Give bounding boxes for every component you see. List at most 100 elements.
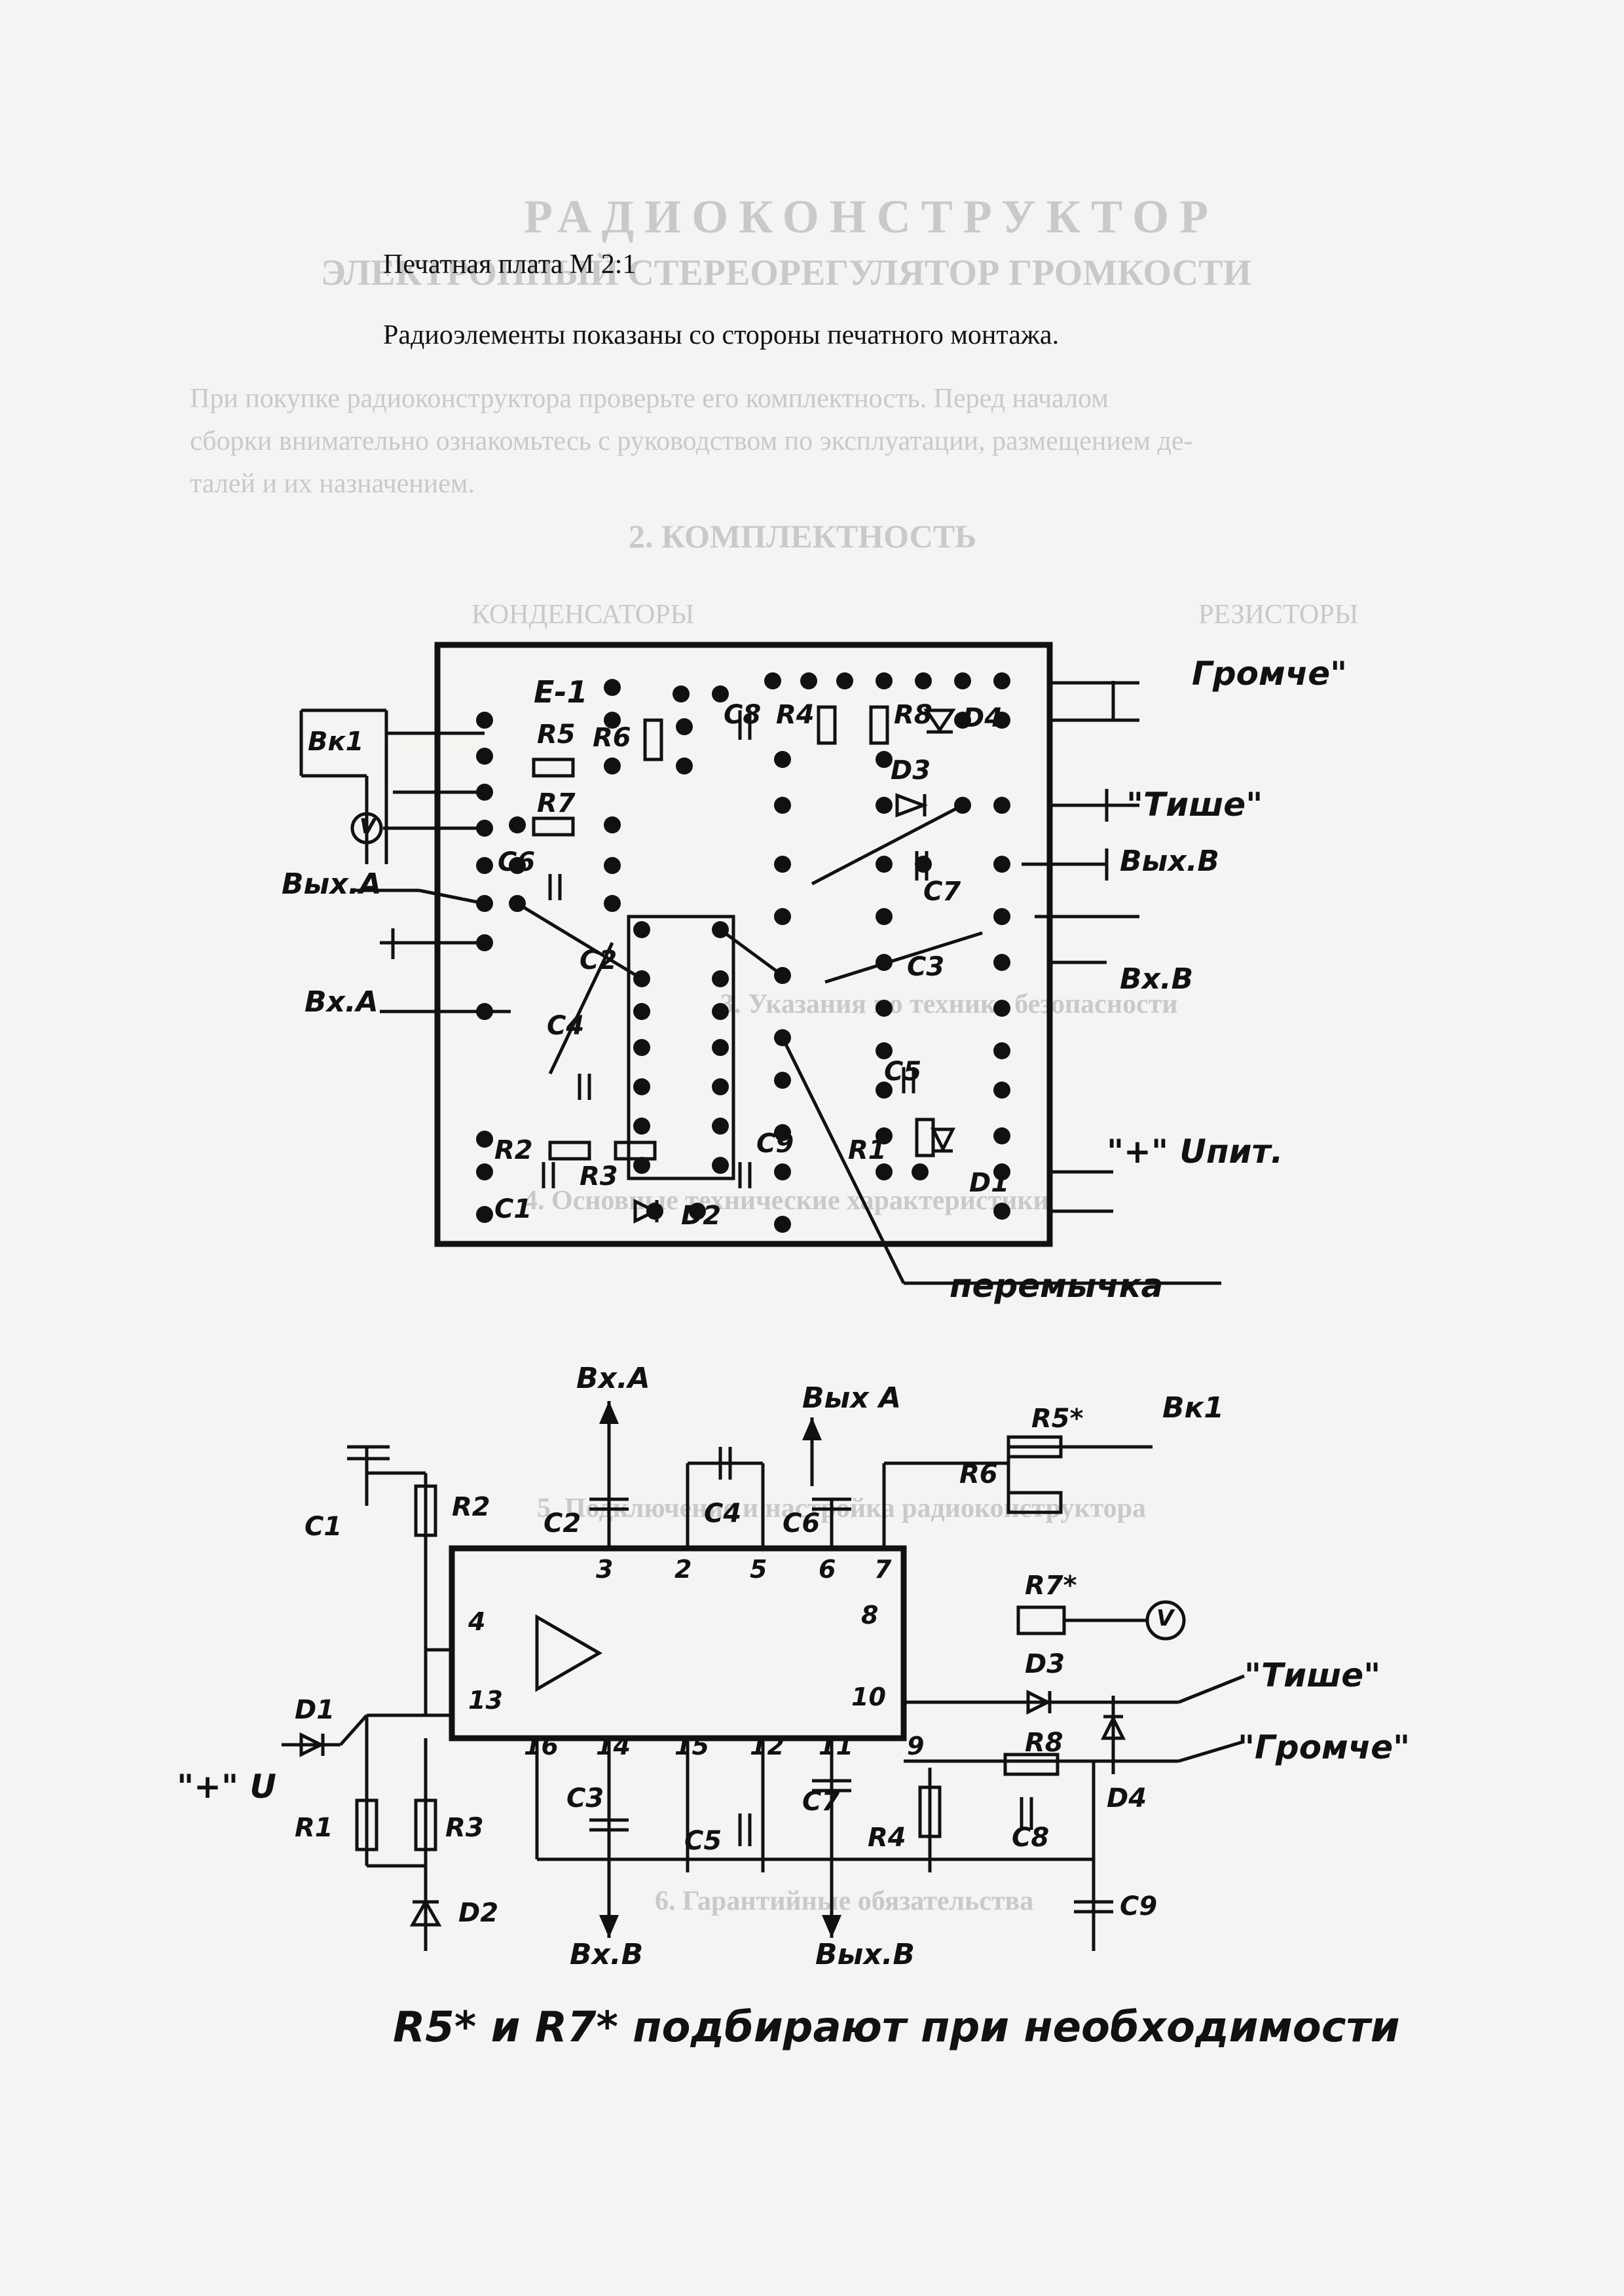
schematic-pin-numbers: 3 2 5 6 7 4 13 8 10 16 14 15 12 11 9 bbox=[468, 1555, 924, 1760]
pcb-label-c3: C3 bbox=[907, 952, 944, 982]
pcb-component-labels: R5 R6 R7 C6 C8 R4 R8 D4 D3 C7 C2 C4 C3 C… bbox=[494, 700, 1009, 1231]
bleed-capacitors: КОНДЕНСАТОРЫ bbox=[471, 600, 695, 630]
sch-label-r5: R5* bbox=[1031, 1404, 1084, 1434]
sch-label-v: V bbox=[1156, 1605, 1174, 1631]
pin-14: 14 bbox=[596, 1732, 631, 1760]
pin-2: 2 bbox=[674, 1555, 692, 1584]
sch-label-vyh-a: Вых А bbox=[802, 1381, 902, 1415]
pcb-label-plus-u: "+" Uпит. bbox=[1107, 1133, 1283, 1171]
pcb-label-c9: C9 bbox=[756, 1129, 794, 1159]
pcb-label-c2: C2 bbox=[580, 945, 617, 975]
sch-label-d4: D4 bbox=[1107, 1783, 1147, 1813]
sch-label-vh-b: Вх.В bbox=[570, 1938, 644, 1971]
pin-16: 16 bbox=[524, 1732, 559, 1760]
pcb-label-vh-a: Вх.А bbox=[304, 985, 378, 1019]
pin-13: 13 bbox=[468, 1686, 503, 1715]
pcb-label-r8: R8 bbox=[894, 700, 932, 730]
pcb-label-c8: C8 bbox=[724, 700, 761, 730]
pin-8: 8 bbox=[861, 1601, 878, 1630]
sch-label-c5: C5 bbox=[684, 1826, 722, 1856]
sch-label-c9: C9 bbox=[1120, 1891, 1157, 1922]
board-note: Радиоэлементы показаны со стороны печатн… bbox=[383, 320, 1060, 350]
sch-label-vh-a: Вх.А bbox=[576, 1362, 650, 1395]
pcb-r6-body bbox=[643, 718, 663, 761]
sch-label-vyh-b: Вых.В bbox=[815, 1938, 915, 1971]
amplifier-triangle-icon bbox=[535, 1614, 602, 1692]
sch-label-c7: C7 bbox=[802, 1787, 840, 1817]
pin-3: 3 bbox=[596, 1555, 613, 1584]
pcb-label-d3: D3 bbox=[891, 756, 931, 786]
pcb-label-r2: R2 bbox=[494, 1135, 533, 1165]
sch-label-r7: R7* bbox=[1025, 1571, 1077, 1601]
pcb-r5-body bbox=[532, 757, 575, 778]
pin-10: 10 bbox=[851, 1683, 886, 1711]
bleed-intro-1: При покупке радиоконструктора проверьте … bbox=[190, 384, 1109, 414]
bleed-section-3: 3. Указания по технике безопасности bbox=[720, 989, 1178, 1019]
sch-label-tishe: "Тише" bbox=[1244, 1656, 1381, 1694]
schematic-r7-body bbox=[1016, 1605, 1066, 1635]
pcb-label-vh-b: Вх.В bbox=[1120, 962, 1194, 996]
pcb-label-c1: C1 bbox=[494, 1194, 532, 1224]
schematic-r4-body bbox=[918, 1785, 942, 1838]
pcb-label-peremychka: перемычка bbox=[950, 1267, 1164, 1305]
footnote: R5* и R7* подбирают при необходимости bbox=[393, 2003, 1400, 2052]
schematic bbox=[282, 1401, 1245, 1951]
pcb-label-vk1: Вк1 bbox=[308, 727, 364, 757]
pcb-r3-body bbox=[614, 1140, 657, 1161]
bleed-intro-3: талей и их назначением. bbox=[190, 469, 475, 499]
sch-label-gromche: "Громче" bbox=[1238, 1728, 1411, 1766]
sch-label-c8: C8 bbox=[1012, 1823, 1049, 1853]
pin-15: 15 bbox=[674, 1732, 709, 1760]
bleed-resistors: РЕЗИСТОРЫ bbox=[1198, 600, 1359, 630]
pcb-pads bbox=[476, 672, 1010, 1233]
schematic-r6-body bbox=[1006, 1491, 1063, 1514]
pcb-ic-outline bbox=[627, 915, 735, 1180]
schematic-component-labels: C1 R2 C2 C4 C6 R5* R6 R7* D3 R8 D4 C8 R4… bbox=[295, 1404, 1157, 1928]
sch-label-r4: R4 bbox=[868, 1823, 906, 1853]
pcb-label-c4: C4 bbox=[547, 1011, 584, 1041]
bleed-intro-2: сборки внимательно ознакомьтесь с руково… bbox=[190, 426, 1193, 456]
pcb-layout: R5 R6 R7 C6 C8 R4 R8 D4 D3 C7 C2 C4 C3 C… bbox=[299, 642, 1221, 1285]
pcb-capacitors bbox=[542, 710, 929, 1188]
sch-label-d1: D1 bbox=[295, 1695, 335, 1725]
pcb-label-r3: R3 bbox=[580, 1161, 618, 1192]
pcb-label-r6: R6 bbox=[593, 723, 631, 753]
pcb-label-gromche: Громче" bbox=[1192, 655, 1348, 693]
sch-label-c6: C6 bbox=[783, 1508, 820, 1539]
pin-9: 9 bbox=[907, 1732, 924, 1760]
sch-label-plus-u: "+" U bbox=[177, 1768, 277, 1806]
sch-label-r8: R8 bbox=[1025, 1728, 1063, 1758]
pcb-label-r4: R4 bbox=[776, 700, 815, 730]
pcb-diodes bbox=[633, 708, 956, 1224]
pin-7: 7 bbox=[874, 1555, 892, 1584]
bleed-section-4: 4. Основные технические характеристики bbox=[524, 1186, 1049, 1216]
sch-label-vk1: Вк1 bbox=[1162, 1391, 1225, 1425]
sch-label-r2: R2 bbox=[452, 1492, 490, 1522]
pcb-r1-body bbox=[915, 1118, 935, 1157]
pcb-label-e1: Е-1 bbox=[534, 674, 588, 710]
bleed-section-6: 6. Гарантийные обязательства bbox=[655, 1886, 1034, 1916]
pcb-r8-body bbox=[869, 705, 889, 745]
sch-label-r3: R3 bbox=[445, 1813, 484, 1843]
pcb-label-r1: R1 bbox=[848, 1135, 887, 1165]
sch-label-d3: D3 bbox=[1025, 1649, 1065, 1679]
pcb-label-r7: R7 bbox=[537, 788, 576, 818]
pcb-label-tishe: "Тише" bbox=[1126, 786, 1263, 824]
pin-12: 12 bbox=[750, 1732, 784, 1760]
pcb-r7-body bbox=[532, 816, 575, 837]
pcb-label-c5: C5 bbox=[884, 1057, 921, 1087]
sch-label-c3: C3 bbox=[566, 1783, 604, 1813]
sch-label-d2: D2 bbox=[458, 1898, 498, 1928]
pcb-label-vyh-b: Вых.В bbox=[1120, 845, 1219, 878]
voltmeter-icon-pcb bbox=[350, 812, 383, 845]
bleed-subtitle: ЭЛЕКТРОННЫЙ СТЕРЕОРЕГУЛЯТОР ГРОМКОСТИ bbox=[321, 253, 1252, 293]
schematic-r8-body bbox=[1003, 1753, 1060, 1776]
pcb-label-c6: C6 bbox=[498, 847, 535, 877]
pcb-label-vyh-a: Вых.А bbox=[282, 867, 382, 901]
pcb-r4-body bbox=[817, 705, 837, 745]
pcb-label-d2: D2 bbox=[681, 1201, 721, 1231]
sch-label-c1: C1 bbox=[304, 1512, 342, 1542]
schematic-r2-body bbox=[414, 1484, 437, 1537]
pin-6: 6 bbox=[819, 1555, 836, 1584]
